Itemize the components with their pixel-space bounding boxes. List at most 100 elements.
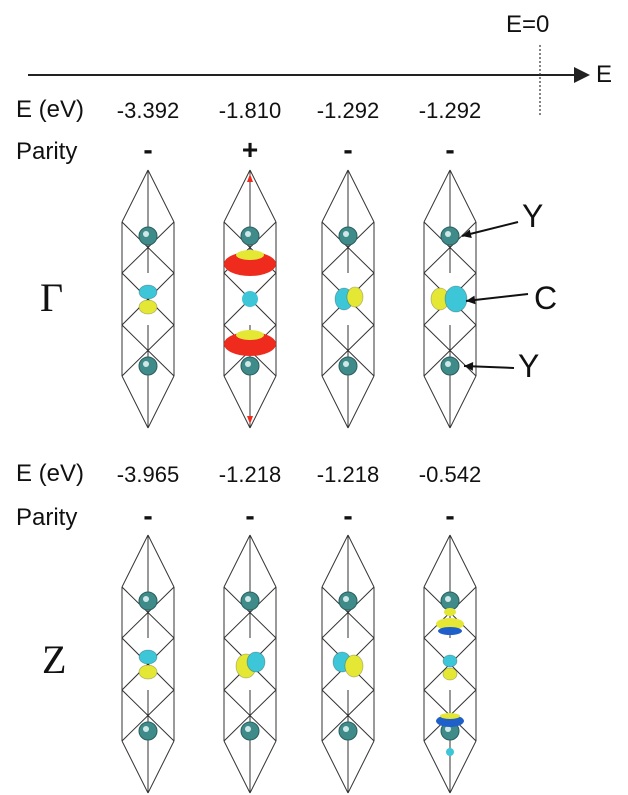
cell-edge-gamma-3-6 bbox=[321, 221, 375, 274]
energy-value-z-2: -1.218 bbox=[218, 462, 282, 487]
y-atom-bottom-highlight-gamma-1 bbox=[143, 361, 149, 367]
cell-edge-gamma-2-0 bbox=[223, 169, 251, 223]
arrow-c-head bbox=[466, 295, 476, 305]
parity-value-gamma-1: - bbox=[143, 134, 153, 165]
parity-value-gamma-4: - bbox=[445, 134, 455, 165]
y-atom-top-highlight-gamma-3 bbox=[343, 231, 349, 237]
orbital-ring-red-bottom bbox=[224, 332, 276, 356]
cell-edge-gamma-3-12 bbox=[347, 375, 375, 429]
parity-value-gamma-3: - bbox=[343, 134, 353, 165]
cell-edge-z-1-6 bbox=[121, 586, 175, 639]
orbital-lobe-cyan bbox=[138, 649, 158, 665]
cell-edge-z-2-0 bbox=[223, 534, 251, 588]
y-atom-top-highlight-gamma-1 bbox=[143, 231, 149, 237]
energy-value-gamma-3: -1.292 bbox=[316, 98, 380, 123]
orbital-lobe-cyan bbox=[246, 651, 266, 673]
orbital-tip-red-top bbox=[247, 174, 253, 182]
y-atom-top-highlight-gamma-4 bbox=[445, 231, 451, 237]
orbital-cap-yellow-bottom bbox=[440, 713, 460, 719]
cell-edge-z-3-11 bbox=[321, 740, 349, 794]
cell-edge-gamma-1-0 bbox=[121, 169, 149, 223]
axis-arrowhead bbox=[574, 67, 590, 83]
energy-value-z-1: -3.965 bbox=[116, 462, 180, 487]
cell-edge-z-3-1 bbox=[347, 534, 375, 588]
orbital-cap-yellow-top bbox=[236, 250, 264, 260]
energy-axis-label: E bbox=[596, 61, 613, 88]
y-atom-bottom-highlight-z-1 bbox=[143, 726, 149, 732]
energy-row-label-gamma: E (eV) bbox=[16, 96, 85, 123]
cell-edge-gamma-3-11 bbox=[321, 375, 349, 429]
orbital-lobe-yellow bbox=[346, 286, 364, 308]
energy-value-gamma-4: -1.292 bbox=[418, 98, 482, 123]
energy-axis bbox=[28, 45, 590, 115]
cell-edge-z-2-11 bbox=[223, 740, 251, 794]
parity-value-z-2: - bbox=[245, 500, 255, 531]
cell-edge-z-2-12 bbox=[249, 740, 277, 794]
cell-edge-gamma-4-0 bbox=[423, 169, 451, 223]
cell-edge-z-1-1 bbox=[147, 534, 175, 588]
parity-value-z-3: - bbox=[343, 500, 353, 531]
cell-edge-z-4-0 bbox=[423, 534, 451, 588]
energy-value-gamma-1: -3.392 bbox=[116, 98, 180, 123]
parity-row-label-z: Parity bbox=[16, 504, 78, 531]
orbital-ring-yellow-top bbox=[436, 618, 464, 630]
cell-edge-z-3-6 bbox=[321, 586, 375, 639]
energy-value-gamma-2: -1.810 bbox=[218, 98, 282, 123]
kpoint-label-z: Z bbox=[42, 637, 67, 682]
atom-label-y-bottom: Y bbox=[518, 348, 540, 384]
parity-value-z-4: - bbox=[445, 500, 455, 531]
cell-edge-z-1-11 bbox=[121, 740, 149, 794]
cell-edge-gamma-4-11 bbox=[423, 375, 451, 429]
orbital-lobe-cyan bbox=[444, 285, 468, 313]
energy-value-z-4: -0.542 bbox=[418, 462, 482, 487]
fermi-level-label: E=0 bbox=[506, 11, 550, 38]
cell-edge-gamma-2-11 bbox=[223, 375, 251, 429]
orbital-lobe-yellow bbox=[344, 654, 364, 678]
cell-edge-z-1-12 bbox=[147, 740, 175, 794]
cell-edge-gamma-3-1 bbox=[347, 169, 375, 223]
cell-edge-z-1-0 bbox=[121, 534, 149, 588]
cell-edge-gamma-1-1 bbox=[147, 169, 175, 223]
orbital-tip-cyan-bottom bbox=[446, 748, 454, 756]
arrow-y-top-shaft bbox=[461, 221, 519, 237]
arrow-y-top-head bbox=[462, 229, 472, 239]
kpoint-label-gamma: Γ bbox=[40, 275, 64, 320]
cell-edge-gamma-4-1 bbox=[449, 169, 477, 223]
cell-edge-gamma-3-0 bbox=[321, 169, 349, 223]
energy-value-z-3: -1.218 bbox=[316, 462, 380, 487]
cell-edge-z-2-1 bbox=[249, 534, 277, 588]
y-atom-top-highlight-z-1 bbox=[143, 596, 149, 602]
arrow-c-shaft bbox=[465, 293, 529, 302]
orbital-lobe-cyan bbox=[442, 654, 458, 668]
cell-edge-z-4-11 bbox=[423, 740, 451, 794]
orbital-cap-yellow-bottom bbox=[236, 330, 264, 340]
cell-edge-gamma-1-11 bbox=[121, 375, 149, 429]
y-atom-bottom-highlight-z-4 bbox=[445, 726, 451, 732]
parity-value-z-1: - bbox=[143, 500, 153, 531]
cell-edge-gamma-4-12 bbox=[449, 375, 477, 429]
y-atom-top-highlight-gamma-2 bbox=[245, 231, 251, 237]
parity-value-gamma-2: + bbox=[241, 134, 259, 165]
c-atom-orbital bbox=[242, 291, 258, 307]
arrow-y-bottom-head bbox=[464, 362, 474, 371]
cell-edge-gamma-1-6 bbox=[121, 221, 175, 274]
cell-edge-z-3-12 bbox=[347, 740, 375, 794]
orbital-ring-blue-top bbox=[438, 627, 462, 635]
atom-label-y-top: Y bbox=[522, 198, 544, 234]
atom-label-c: C bbox=[534, 280, 558, 316]
energy-row-label-z: E (eV) bbox=[16, 460, 85, 487]
y-atom-bottom-highlight-z-2 bbox=[245, 726, 251, 732]
cell-edge-gamma-1-12 bbox=[147, 375, 175, 429]
y-atom-bottom-highlight-gamma-4 bbox=[445, 361, 451, 367]
y-atom-bottom-highlight-gamma-3 bbox=[343, 361, 349, 367]
orbital-lobe-yellow bbox=[138, 299, 158, 315]
cell-edge-gamma-2-12 bbox=[249, 375, 277, 429]
y-atom-bottom-highlight-z-3 bbox=[343, 726, 349, 732]
cell-edge-z-4-12 bbox=[449, 740, 477, 794]
orbital-ring-red-top bbox=[224, 252, 276, 276]
orbital-lobe-cyan bbox=[138, 284, 158, 300]
orbital-lobe-yellow bbox=[138, 664, 158, 680]
cell-edge-gamma-4-6 bbox=[423, 221, 477, 274]
y-atom-top-highlight-z-4 bbox=[445, 596, 451, 602]
